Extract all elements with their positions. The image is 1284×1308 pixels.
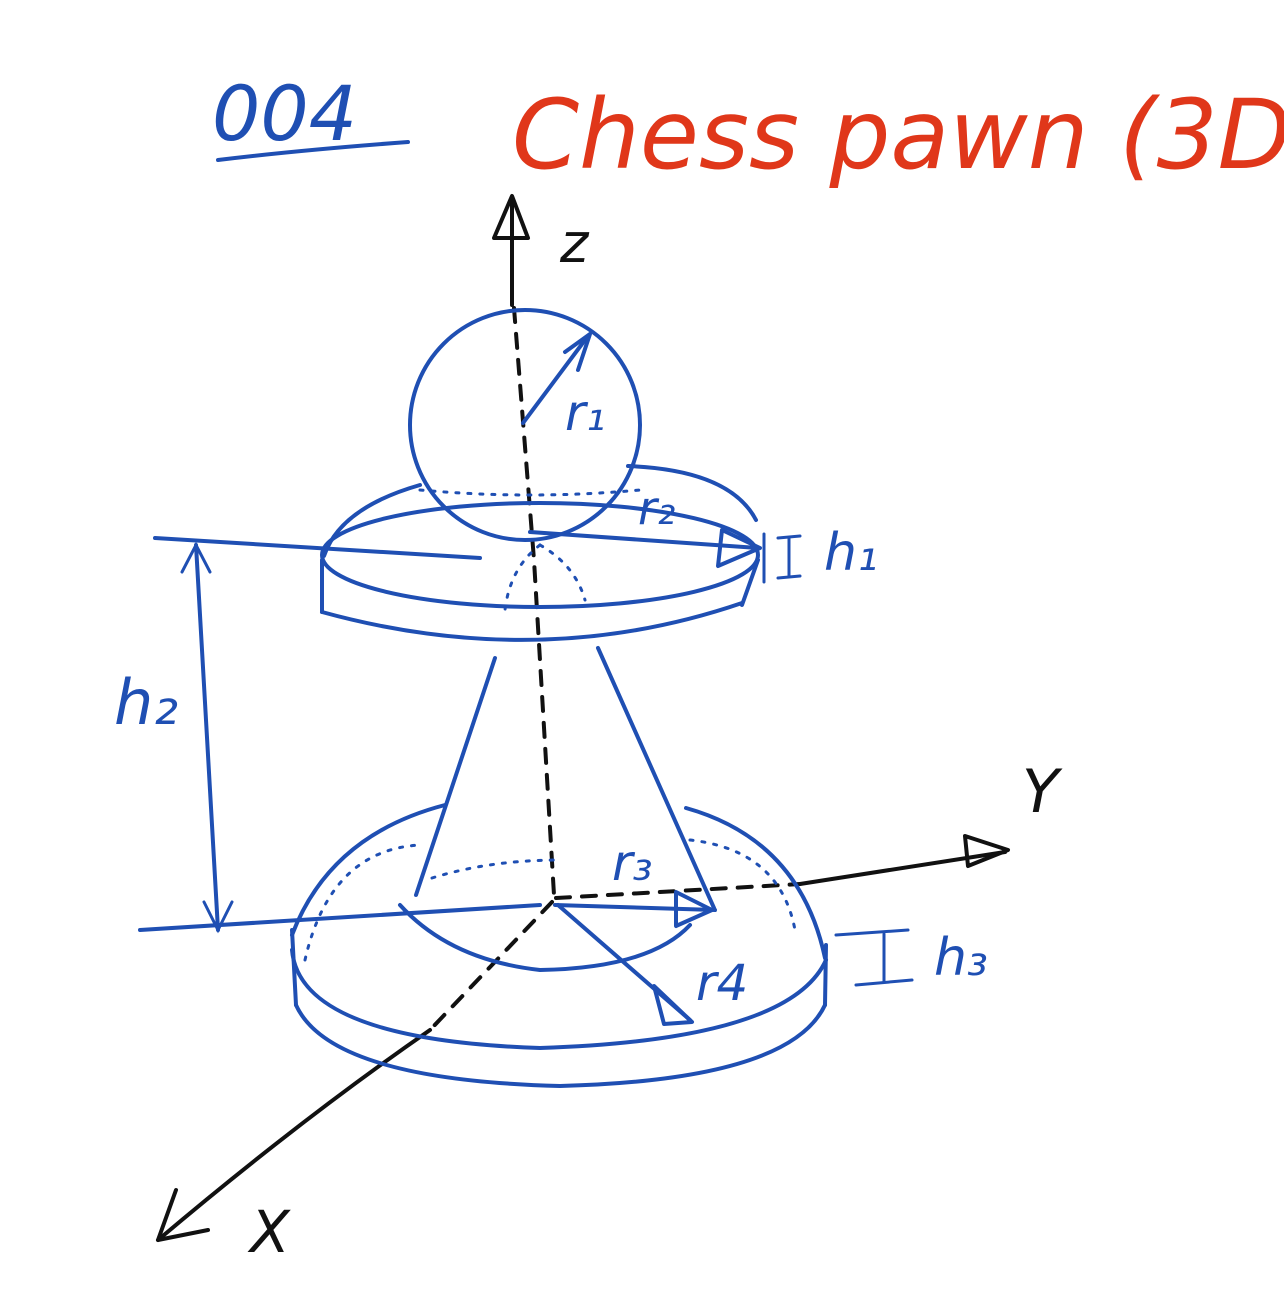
r3-label: r₃ — [612, 834, 653, 892]
sketch-number-underline — [216, 140, 410, 162]
x-axis-arrowhead — [156, 1188, 210, 1242]
x-axis-label: X — [247, 1198, 291, 1266]
x-axis-hidden-segment — [428, 900, 554, 1032]
sketch-number: 004 — [212, 69, 357, 158]
r2-label: r₂ — [638, 481, 675, 535]
h2-label: h₂ — [114, 666, 178, 739]
y-axis-arrowhead — [963, 834, 1010, 868]
pawn-base-disc — [290, 803, 828, 1088]
x-axis-line — [156, 1028, 432, 1242]
z-axis-hidden-centerline — [512, 306, 556, 897]
h3-dimension — [834, 928, 914, 987]
r3-arrow — [553, 903, 717, 912]
r2-arrowhead — [716, 528, 762, 568]
h1-label: h₁ — [824, 523, 878, 583]
h2-dimension — [138, 536, 542, 934]
r4-label: r4 — [696, 954, 748, 1012]
y-axis-hidden-segment — [554, 882, 802, 900]
y-axis-label: Y — [1022, 757, 1063, 827]
r3-arrowhead — [674, 890, 714, 928]
h1-dimension — [762, 532, 802, 584]
h3-label: h₃ — [934, 928, 988, 988]
r4-arrowhead — [652, 984, 694, 1026]
r1-label: r₁ — [565, 384, 606, 442]
z-axis-label: z — [559, 212, 590, 275]
pawn-tapered-body — [414, 646, 716, 910]
pawn-collar-disc — [320, 464, 760, 642]
z-axis-arrowhead — [492, 194, 530, 240]
sketch-title: Chess pawn (3D) — [512, 79, 1284, 191]
y-axis-line — [798, 850, 1007, 886]
pawn-head-sphere — [408, 308, 642, 542]
